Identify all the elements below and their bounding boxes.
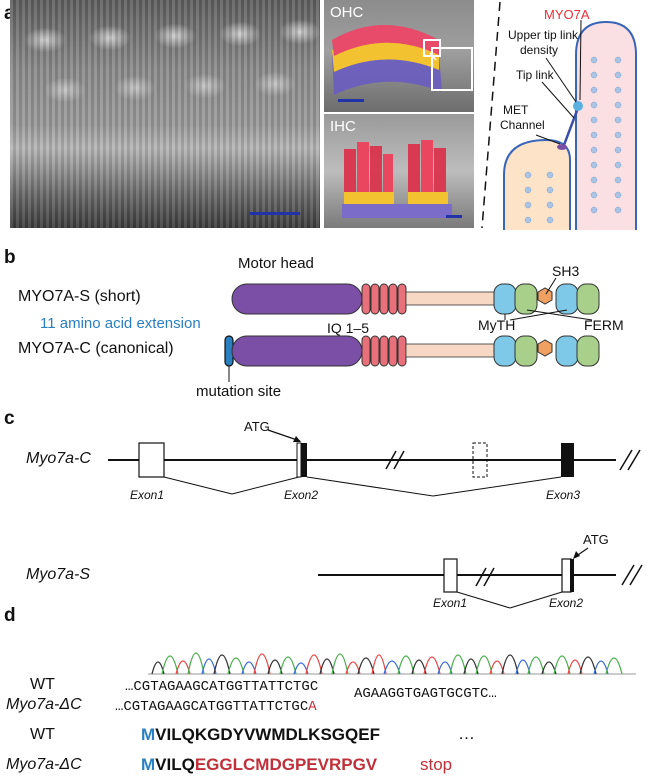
sem-image-ohc: OHC bbox=[324, 0, 474, 112]
ferm-label: FERM bbox=[584, 317, 624, 333]
wt-start-methionine: M bbox=[141, 725, 156, 744]
myo7a-c-protein bbox=[224, 335, 600, 367]
exon2-label-c: Exon2 bbox=[284, 488, 319, 502]
wt-protein-sequence: MVILQKGDYVWMDLKSGQEF bbox=[141, 725, 380, 745]
scale-bar bbox=[250, 212, 300, 215]
met-label-line2: Channel bbox=[500, 118, 545, 132]
myth-label: MyTH bbox=[478, 317, 516, 333]
tip-link-schematic bbox=[503, 19, 637, 230]
wt-protein-residues: VILQKGDYVWMDLKSGQEF bbox=[155, 725, 380, 744]
domain-diagram bbox=[224, 277, 600, 382]
wt-dna-label: WT bbox=[30, 676, 55, 693]
ihc-stereocilia-drawing bbox=[342, 140, 452, 218]
inserted-base: A bbox=[308, 699, 317, 715]
mutant-protein-shared: VILQ bbox=[155, 755, 195, 774]
mutant-dna-label: Myo7a-ΔC bbox=[6, 696, 82, 713]
sequencing-chromatogram bbox=[148, 652, 636, 675]
ohc-label: OHC bbox=[330, 4, 364, 21]
upper-density-label-line2: density bbox=[520, 43, 559, 57]
stop-label: stop bbox=[420, 755, 453, 774]
gene-structure-diagram bbox=[108, 429, 643, 609]
extension-label: 11 amino acid extension bbox=[40, 315, 201, 332]
mutant-protein-label: Myo7a-ΔC bbox=[6, 756, 82, 773]
wt-dna-seq-tail: AGAAGGTGAGTGCGTC… bbox=[354, 686, 497, 702]
exon2-label-s: Exon2 bbox=[549, 596, 584, 610]
scale-bar bbox=[446, 215, 462, 218]
iq-label: IQ 1–5 bbox=[327, 320, 370, 336]
zoom-divider bbox=[481, 1, 501, 229]
panel-b-letter: b bbox=[4, 247, 16, 268]
panel-d-letter: d bbox=[4, 605, 16, 626]
exon3-label-c: Exon3 bbox=[546, 488, 581, 502]
wt-dna-seq-shared: …CGTAGAAGCATGGTTATTCTGC bbox=[125, 679, 319, 695]
mutant-protein-sequence: MVILQEGGLCMDGPEVRPGV bbox=[141, 755, 377, 775]
exon1-label-c: Exon1 bbox=[130, 488, 165, 502]
mutation-site-label: mutation site bbox=[196, 383, 282, 400]
myo7a-s-protein bbox=[231, 283, 600, 315]
panel-c-letter: c bbox=[4, 408, 15, 429]
myo7a-label: MYO7A bbox=[544, 7, 590, 22]
atg-label-c: ATG bbox=[244, 419, 270, 434]
upper-density-label-line1: Upper tip link bbox=[508, 28, 579, 42]
short-isoform-label: MYO7A-S (short) bbox=[18, 288, 141, 305]
ihc-label: IHC bbox=[330, 118, 356, 135]
panel-a-letter: a bbox=[4, 3, 15, 25]
mutant-dna-seq-shared: …CGTAGAAGCATGGTTATTCTGC bbox=[115, 699, 309, 715]
wt-protein-label: WT bbox=[30, 726, 55, 743]
sem-image-cochlea bbox=[10, 0, 320, 228]
exon1-label-s: Exon1 bbox=[433, 596, 468, 610]
gene-label-myo7a-s: Myo7a-S bbox=[26, 566, 91, 583]
wt-protein-ellipsis: … bbox=[458, 724, 475, 743]
sem-image-ihc: IHC bbox=[324, 114, 474, 228]
canonical-isoform-label: MYO7A-C (canonical) bbox=[18, 340, 174, 357]
scale-bar bbox=[338, 99, 364, 102]
mutant-dna-sequence: …CGTAGAAGCATGGTTATTCTGCA bbox=[115, 699, 317, 715]
mutant-start-methionine: M bbox=[141, 755, 156, 774]
gene-label-myo7a-c: Myo7a-C bbox=[26, 450, 91, 467]
met-label-line1: MET bbox=[503, 103, 529, 117]
sh3-label: SH3 bbox=[552, 263, 580, 279]
mutant-protein-frameshift: EGGLCMDGPEVRPGV bbox=[194, 755, 378, 774]
wt-dna-sequence: …CGTAGAAGCATGGTTATTCTGC bbox=[125, 679, 318, 695]
ohc-stereocilia-drawing bbox=[332, 25, 473, 95]
motor-head-label: Motor head bbox=[238, 255, 314, 272]
atg-label-s: ATG bbox=[583, 532, 609, 547]
tip-link-label: Tip link bbox=[516, 68, 554, 82]
